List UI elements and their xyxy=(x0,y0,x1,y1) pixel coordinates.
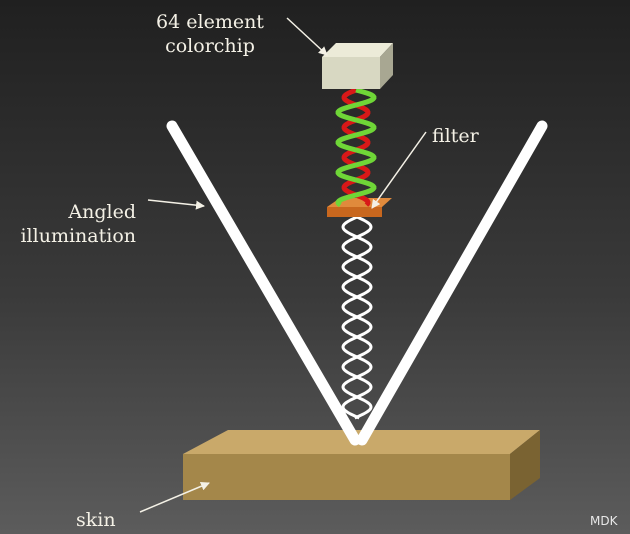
illumination-label-line2: illumination xyxy=(20,225,136,247)
right-beam xyxy=(356,120,548,446)
author-credit: MDK xyxy=(590,514,618,528)
illumination-label-line1: Angled xyxy=(68,201,136,223)
colorchip-label: 64 element colorchip xyxy=(148,10,272,58)
red-wave xyxy=(341,87,371,207)
skin-arrow xyxy=(139,481,210,513)
skin-label: skin xyxy=(76,509,116,531)
filtered-light-helix xyxy=(335,87,377,208)
skin-front-face xyxy=(183,454,510,500)
reflected-light-helix xyxy=(341,215,373,420)
colorchip-front-face xyxy=(322,57,380,89)
illumination-beams xyxy=(166,120,548,446)
filter-label: filter xyxy=(432,125,479,147)
reflected-wave-b xyxy=(341,215,373,420)
colorchip-arrow xyxy=(286,17,328,56)
colorchip-top-face xyxy=(322,43,393,57)
left-beam xyxy=(166,120,361,446)
green-wave xyxy=(335,87,377,208)
filter-front-face xyxy=(327,207,382,217)
skin-side-face xyxy=(510,430,540,500)
colorchip-side-face xyxy=(380,43,393,89)
callout-arrows xyxy=(139,17,427,513)
filter-arrow xyxy=(371,131,427,209)
skin-block xyxy=(183,430,540,500)
colorchip-label-line2: colorchip xyxy=(165,35,255,57)
illumination-label: Angled illumination xyxy=(10,200,136,248)
colorchip-label-line1: 64 element xyxy=(156,11,264,33)
illumination-arrow xyxy=(147,199,205,210)
colorchip-cube xyxy=(322,43,393,89)
